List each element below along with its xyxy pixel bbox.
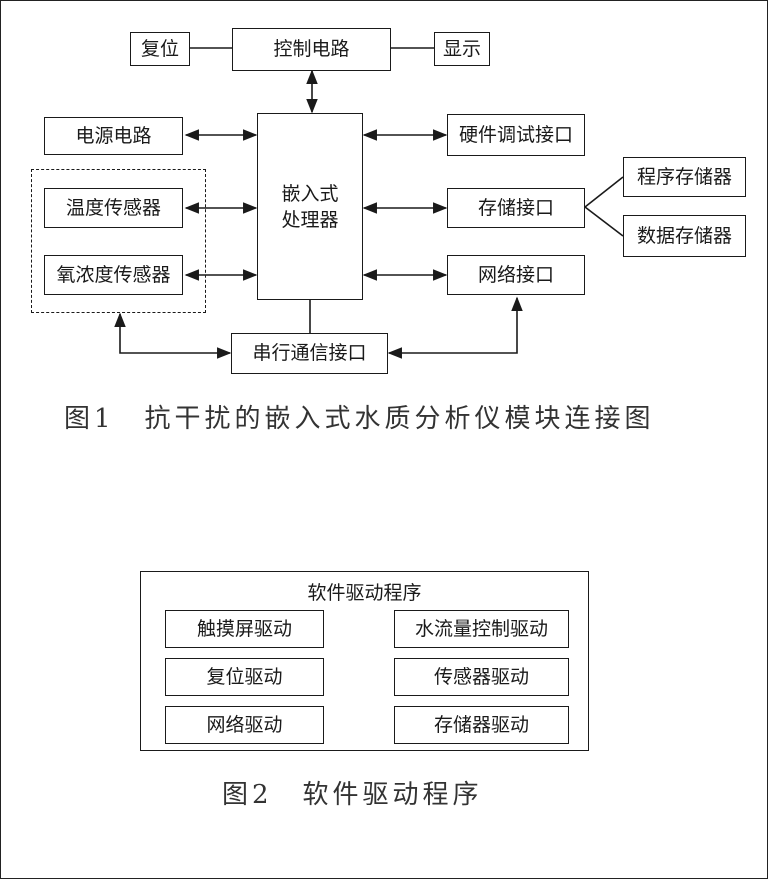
data-memory-box: 数据存储器	[623, 215, 746, 257]
serial-interface-label: 串行通信接口	[252, 342, 367, 365]
figure1-caption: 图1 抗干扰的嵌入式水质分析仪模块连接图	[64, 404, 655, 434]
program-memory-box: 程序存储器	[623, 157, 746, 197]
hw-debug-interface-box: 硬件调试接口	[447, 114, 585, 156]
network-driver-box: 网络驱动	[165, 706, 324, 744]
power-circuit-box: 电源电路	[44, 117, 183, 155]
reset-driver-box: 复位驱动	[165, 658, 324, 696]
power-circuit-label: 电源电路	[75, 124, 152, 147]
network-driver-label: 网络驱动	[206, 713, 283, 736]
oxygen-sensor-box: 氧浓度传感器	[44, 255, 183, 295]
processor-label-line1: 嵌入式	[281, 182, 339, 205]
reset-driver-label: 复位驱动	[206, 665, 283, 688]
temperature-sensor-box: 温度传感器	[44, 188, 183, 228]
touch-driver-box: 触摸屏驱动	[165, 610, 324, 648]
reset-box: 复位	[130, 32, 190, 66]
display-box: 显示	[434, 32, 490, 66]
figure2-caption: 图2 软件驱动程序	[222, 780, 483, 810]
display-label: 显示	[442, 37, 481, 60]
storage-driver-label: 存储器驱动	[433, 713, 529, 736]
temperature-sensor-label: 温度传感器	[65, 196, 161, 219]
sensor-group-dashed	[31, 169, 206, 313]
data-memory-label: 数据存储器	[636, 224, 732, 247]
line-storage-data	[584, 206, 624, 237]
arrow-sensors-serial	[114, 312, 232, 359]
storage-driver-box: 存储器驱动	[394, 706, 569, 744]
software-driver-title: 软件驱动程序	[307, 582, 422, 604]
sensor-driver-box: 传感器驱动	[394, 658, 569, 696]
serial-interface-box: 串行通信接口	[231, 333, 388, 374]
processor-label-line2: 处理器	[281, 208, 339, 231]
touch-driver-label: 触摸屏驱动	[196, 617, 292, 640]
oxygen-sensor-label: 氧浓度传感器	[56, 263, 171, 286]
program-memory-label: 程序存储器	[636, 165, 732, 188]
reset-label: 复位	[140, 37, 179, 60]
control-circuit-box: 控制电路	[232, 28, 391, 71]
network-interface-label: 网络接口	[477, 263, 554, 286]
flow-control-driver-label: 水流量控制驱动	[414, 617, 548, 640]
line-storage-program	[584, 176, 624, 208]
hw-debug-label: 硬件调试接口	[458, 123, 573, 146]
control-circuit-label: 控制电路	[273, 38, 350, 61]
sensor-driver-label: 传感器驱动	[433, 665, 529, 688]
storage-interface-label: 存储接口	[477, 196, 554, 219]
embedded-processor-box: 嵌入式 处理器	[257, 113, 363, 300]
arrow-serial-network	[387, 296, 523, 359]
storage-interface-box: 存储接口	[447, 188, 585, 228]
network-interface-box: 网络接口	[447, 255, 585, 295]
flow-control-driver-box: 水流量控制驱动	[394, 610, 569, 648]
